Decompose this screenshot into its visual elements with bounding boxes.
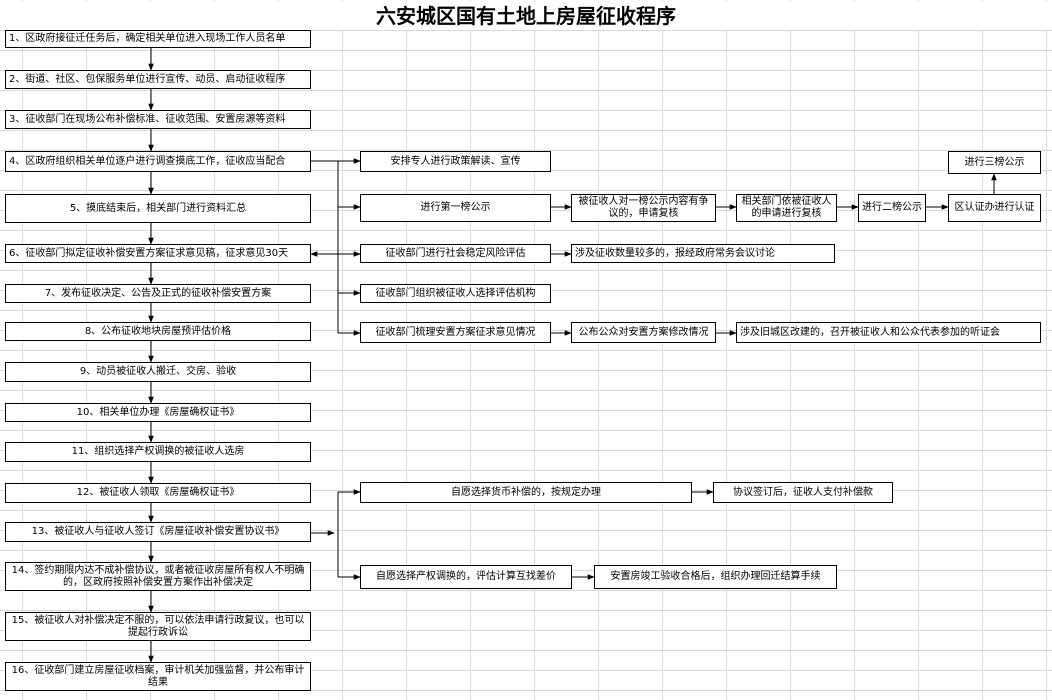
- first-notice: 进行第一榜公示: [360, 194, 551, 222]
- step-9: 9、动员被征收人搬迁、交房、验收: [5, 362, 311, 382]
- compensation-payment: 协议签订后，征收人支付补偿款: [713, 482, 893, 503]
- cash-compensation: 自愿选择货币补偿的，按规定办理: [360, 482, 692, 503]
- step-14: 14、签约期限内达不成补偿协议，或者被征收房屋所有权人不明确的，区政府按照补偿安…: [5, 562, 311, 591]
- step-10: 10、相关单位办理《房屋确权证书》: [5, 403, 311, 422]
- review-by-department: 相关部门依被征收人的申请进行复核: [736, 194, 837, 222]
- step-8: 8、公布征收地块房屋预评估价格: [5, 322, 311, 341]
- resettlement-settlement: 安置房竣工验收合格后，组织办理回迁结算手续: [594, 565, 837, 589]
- public-hearing: 涉及旧城区改建的，召开被征收人和公众代表参加的听证会: [736, 322, 1041, 343]
- appraiser-selection: 征收部门组织被征收人选择评估机构: [360, 284, 551, 303]
- step-13: 13、被征收人与征收人签订《房屋征收补偿安置协议书》: [5, 522, 311, 542]
- second-notice: 进行二榜公示: [858, 194, 926, 222]
- step-2: 2、街道、社区、包保服务单位进行宣传、动员、启动征收程序: [5, 70, 311, 89]
- policy-publicity: 安排专人进行政策解读、宣传: [360, 151, 551, 172]
- step-15: 15、被征收人对补偿决定不服的，可以依法申请行政复议，也可以提起行政诉讼: [5, 612, 311, 641]
- step-5: 5、摸底结束后，相关部门进行资料汇总: [5, 194, 311, 223]
- step-11: 11、组织选择产权调换的被征收人选房: [5, 442, 311, 462]
- step-4: 4、区政府组织相关单位逐户进行调查摸底工作，征收应当配合: [5, 151, 311, 172]
- objection-review-request: 被征收人对一榜公示内容有争议的，申请复核: [571, 194, 716, 222]
- revision-publication: 公布公众对安置方案修改情况: [571, 322, 716, 343]
- executive-meeting: 涉及征收数量较多的，报经政府常务会议讨论: [571, 244, 835, 263]
- property-swap: 自愿选择产权调换的，评估计算互找差价: [360, 565, 572, 589]
- certification: 区认证办进行认证: [948, 194, 1041, 222]
- step-12: 12、被征收人领取《房屋确权证书》: [5, 483, 311, 503]
- third-notice: 进行三榜公示: [948, 151, 1041, 174]
- page-title: 六安城区国有土地上房屋征收程序: [0, 2, 1052, 30]
- step-1: 1、区政府接征迁任务后，确定相关单位进入现场工作人员名单: [5, 30, 311, 48]
- step-6: 6、征收部门拟定征收补偿安置方案征求意见稿，征求意见30天: [5, 244, 311, 263]
- risk-assessment: 征收部门进行社会稳定风险评估: [360, 244, 551, 263]
- step-3: 3、征收部门在现场公布补偿标准、征收范围、安置房源等资料: [5, 110, 311, 129]
- opinion-review: 征收部门梳理安置方案征求意见情况: [360, 322, 551, 343]
- step-7: 7、发布征收决定、公告及正式的征收补偿安置方案: [5, 284, 311, 303]
- step-16: 16、征收部门建立房屋征收档案，审计机关加强监督，并公布审计结果: [5, 662, 311, 691]
